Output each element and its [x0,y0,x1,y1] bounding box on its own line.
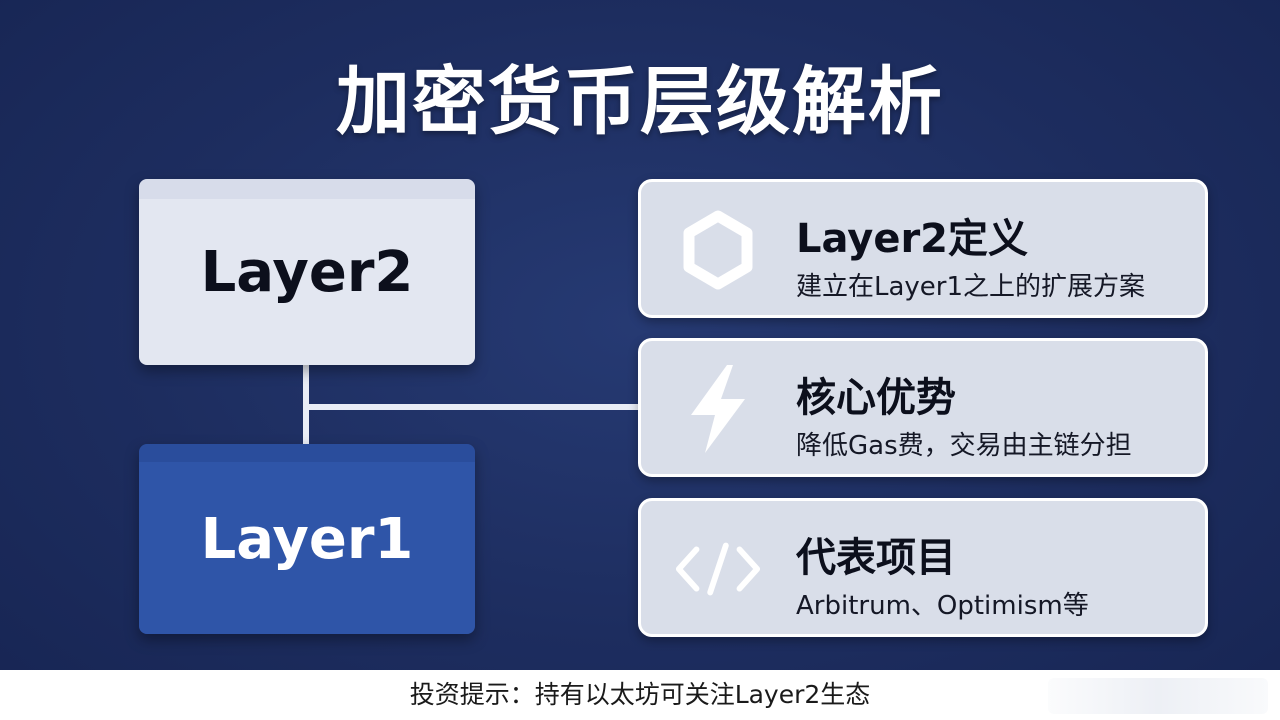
watermark [1048,678,1268,714]
card-title: 代表项目 [796,535,956,581]
card-subtitle: 建立在Layer1之上的扩展方案 [796,272,1146,302]
card-title: 核心优势 [796,375,956,421]
layer2-label: Layer2 [200,239,414,305]
code-icon [673,533,763,605]
layer1-label: Layer1 [200,506,414,572]
footer-text: 投资提示：持有以太坊可关注Layer2生态 [409,680,871,709]
card-subtitle: 降低Gas费，交易由主链分担 [796,431,1132,461]
layer2-box: Layer2 [139,179,475,365]
layer1-box: Layer1 [139,444,475,634]
horizontal-connector-line [306,404,640,410]
card-title: Layer2定义 [796,216,1029,262]
lightning-bolt-icon [673,365,763,453]
card-representative-projects: 代表项目 Arbitrum、Optimism等 [638,498,1208,637]
hexagon-icon [673,210,763,290]
card-layer2-definition: Layer2定义 建立在Layer1之上的扩展方案 [638,179,1208,318]
page-title: 加密货币层级解析 [336,59,944,145]
card-core-advantage: 核心优势 降低Gas费，交易由主链分担 [638,338,1208,477]
card-subtitle: Arbitrum、Optimism等 [796,591,1089,621]
